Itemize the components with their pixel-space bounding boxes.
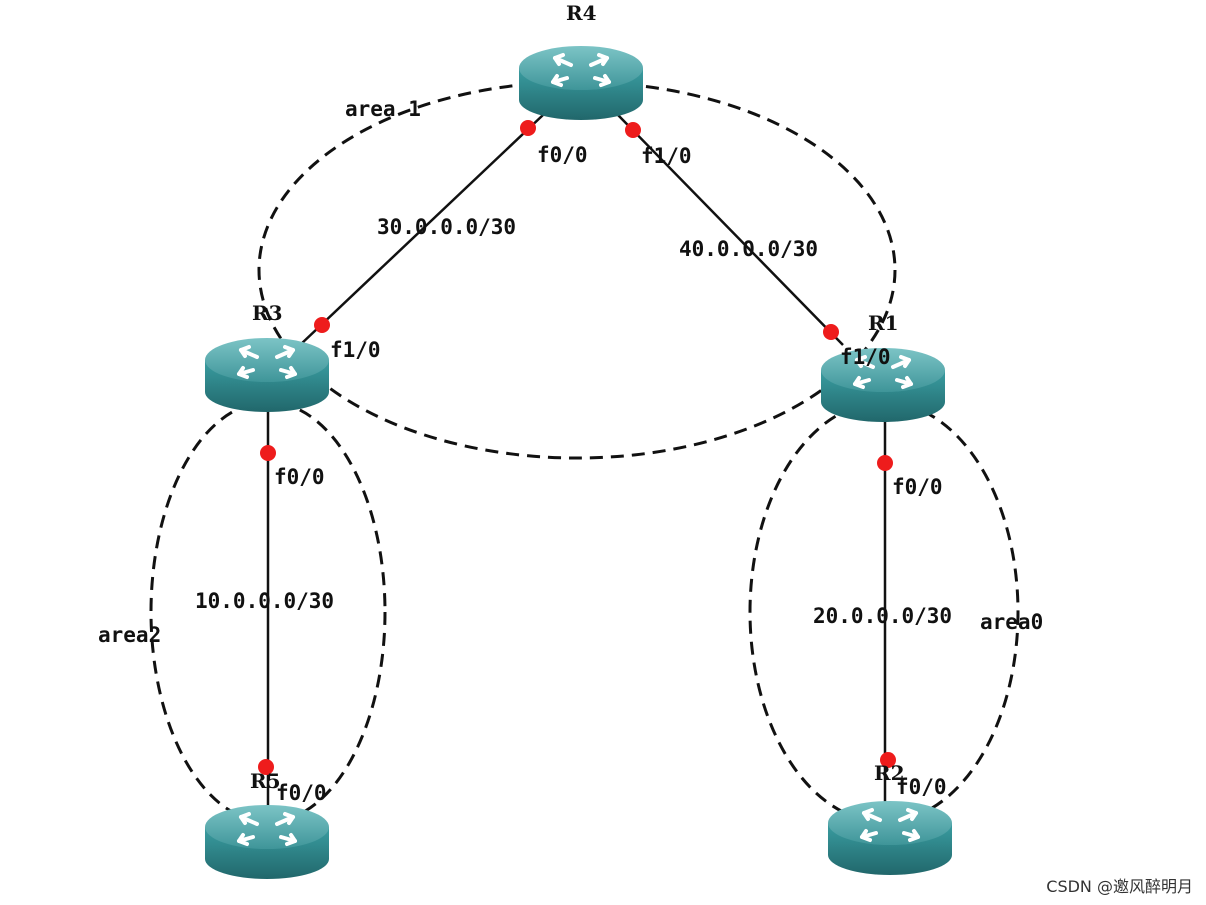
port-label-r2-f0-0: f0/0	[896, 775, 947, 799]
port-dot	[625, 122, 641, 138]
router-label-r1: R1	[868, 311, 899, 335]
subnet-label-r4-r1: 40.0.0.0/30	[679, 237, 818, 261]
subnet-label-r3-r5: 10.0.0.0/30	[195, 589, 334, 613]
router-label-r2: R2	[874, 761, 905, 785]
port-label-r1-f1-0: f1/0	[840, 345, 891, 369]
port-label-r4-f1-0: f1/0	[641, 144, 692, 168]
watermark-text: CSDN @邀风醉明月	[1046, 877, 1193, 896]
port-label-r3-f1-0: f1/0	[330, 338, 381, 362]
link-r4-r1	[617, 114, 844, 346]
router-r2[interactable]	[826, 799, 954, 877]
area-label-area2: area2	[98, 623, 161, 647]
port-dot	[258, 759, 274, 775]
port-dot	[314, 317, 330, 333]
area-label-area1: area 1	[345, 97, 421, 121]
port-dot	[880, 752, 896, 768]
router-r4[interactable]	[517, 44, 645, 122]
port-dot	[877, 455, 893, 471]
router-r3[interactable]	[203, 336, 331, 414]
router-label-r5: R5	[250, 769, 281, 793]
port-dot	[260, 445, 276, 461]
port-dot	[520, 120, 536, 136]
link-r4-r3	[299, 114, 544, 346]
subnet-label-r4-r3: 30.0.0.0/30	[377, 215, 516, 239]
router-label-r4: R4	[566, 1, 597, 25]
subnet-label-r1-r2: 20.0.0.0/30	[813, 604, 952, 628]
port-label-r4-f0-0: f0/0	[537, 143, 588, 167]
area-label-area0: area0	[980, 610, 1043, 634]
area1-boundary	[257, 80, 897, 460]
port-dot	[823, 324, 839, 340]
router-label-r3: R3	[252, 301, 283, 325]
port-label-r5-f0-0: f0/0	[276, 781, 327, 805]
port-label-r1-f0-0: f0/0	[892, 475, 943, 499]
port-label-r3-f0-0: f0/0	[274, 465, 325, 489]
router-r5[interactable]	[203, 803, 331, 881]
